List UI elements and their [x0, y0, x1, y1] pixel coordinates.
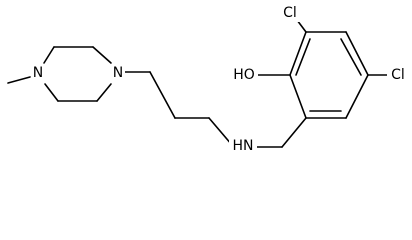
- ring-bond: [44, 83, 59, 102]
- chain-bond: [208, 117, 233, 146]
- benzylic-linker: [255, 117, 307, 148]
- label-ho: HO: [230, 66, 258, 84]
- double-bond-inner: [340, 38, 362, 76]
- ring-bond: [43, 46, 55, 64]
- chemical-structure: Cl Cl HO HN N N: [7, 4, 409, 155]
- piperazine-ring: [7, 46, 112, 102]
- ring-bond: [289, 31, 307, 76]
- double-bond-inner: [295, 38, 311, 76]
- hydroxyl-label: HO: [233, 67, 255, 83]
- ring-bond: [96, 83, 112, 102]
- piperazine-n-right-label: N: [113, 65, 123, 81]
- chain-bond: [281, 117, 307, 148]
- chlorine-label-right: Cl: [391, 67, 405, 83]
- chlorine-label-top: Cl: [283, 5, 297, 21]
- piperazine-n-left-label: N: [33, 65, 43, 81]
- label-n-left: N: [31, 64, 45, 82]
- label-cl-top: Cl: [279, 4, 301, 22]
- label-hn: HN: [229, 138, 257, 155]
- methyl-bond: [7, 76, 31, 84]
- label-n-right: N: [111, 64, 125, 82]
- ring-bond: [345, 31, 369, 76]
- propyl-chain: [124, 71, 233, 146]
- benzene-ring: [289, 31, 369, 119]
- ring-bond: [345, 74, 369, 119]
- ring-bond: [92, 46, 112, 64]
- chain-bond: [149, 71, 176, 119]
- amine-label: HN: [233, 138, 254, 154]
- ring-bond: [289, 74, 307, 119]
- label-cl-right: Cl: [387, 66, 409, 84]
